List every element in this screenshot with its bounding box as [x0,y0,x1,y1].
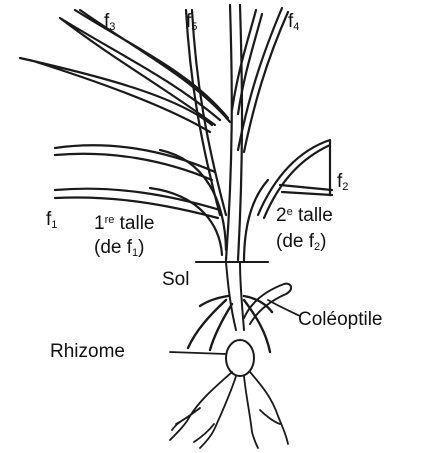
label-f1: f1 [46,210,57,231]
label-coleoptile-text: Coléoptile [298,309,383,330]
label-tiller1-source: (de f1) [94,238,144,259]
label-sol-text: Sol [162,269,189,290]
label-f3: f3 [104,12,115,33]
label-f2-sub: 2 [342,181,348,193]
label-tiller1: 1re talle [94,214,155,233]
rhizome-pointer [170,352,226,354]
crown-roots [188,296,272,352]
label-f5: f5 [186,12,197,33]
leaf-f3-blade [75,10,230,122]
label-f3-sub: 3 [109,21,115,33]
label-f1-sub: 1 [51,219,57,231]
tiller2-word: talle [293,205,333,226]
label-f5-sub: 5 [191,21,197,33]
tiller1-number: 1 [94,213,105,234]
tiller1-word: talle [114,213,154,234]
label-sol: Sol [162,270,189,289]
tiller2-source-open: (de f [276,231,314,252]
label-f2: f2 [337,172,348,193]
label-f4: f4 [288,12,299,33]
label-tiller2-source: (de f2) [276,232,326,253]
coleoptile [244,284,291,324]
label-rhizome: Rhizome [50,342,125,361]
label-rhizome-text: Rhizome [50,341,125,362]
label-f4-sub: 4 [293,21,299,33]
leaf-f3 [20,18,220,132]
main-stem [226,5,242,260]
tiller1-superscript: re [105,214,115,226]
tiller1-source-close: ) [138,237,144,258]
tiller2-number: 2 [276,205,287,226]
seminal-roots [170,372,288,448]
tiller2-join [244,180,268,262]
coleoptile-pointer [268,300,300,316]
tiller2-source-close: ) [320,231,326,252]
label-tiller2: 2e talle [276,206,333,225]
leaf-f1-upper [55,145,215,180]
rhizome-seed [226,340,254,376]
label-coleoptile: Coléoptile [298,310,383,329]
tiller1-source-open: (de f [94,237,132,258]
